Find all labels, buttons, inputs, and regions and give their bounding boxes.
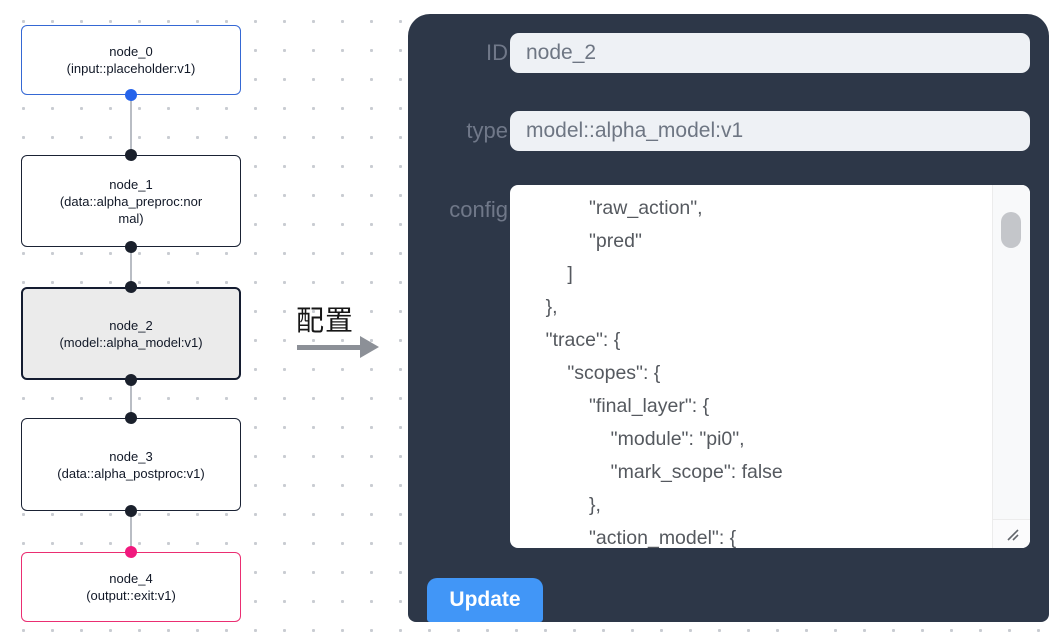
id-input[interactable]	[510, 33, 1030, 73]
node-label: node_1	[109, 176, 153, 192]
node-type-label: (data::alpha_preproc:normal)	[59, 193, 203, 226]
config-annotation-label: 配置	[296, 305, 355, 336]
node-label: node_4	[109, 571, 153, 586]
node-label: node_0	[109, 44, 153, 59]
node-type-label: (input::placeholder:v1)	[66, 61, 196, 76]
connection-handle-node4-in[interactable]	[125, 546, 137, 558]
connection-handle-node2-out[interactable]	[125, 374, 137, 386]
edge-node3-node4	[130, 510, 132, 553]
config-textarea[interactable]: "raw_action", "pred" ] }, "trace": { "sc…	[510, 185, 1030, 548]
node-type-label: (output::exit:v1)	[86, 588, 176, 603]
node-type-label: (model::alpha_model:v1)	[59, 334, 203, 350]
flow-node-node_2[interactable]: node_2 (model::alpha_model:v1)	[21, 287, 241, 380]
flow-node-node_3[interactable]: node_3 (data::alpha_postproc:v1)	[21, 418, 241, 511]
update-button[interactable]: Update	[427, 578, 543, 622]
connection-handle-node3-out[interactable]	[125, 505, 137, 517]
edge-node1-node2	[130, 246, 132, 288]
type-input[interactable]	[510, 111, 1030, 151]
textarea-resize-handle[interactable]	[992, 519, 1030, 548]
node-type-label: (data::alpha_postproc:v1)	[57, 465, 205, 481]
connection-handle-node3-in[interactable]	[125, 412, 137, 424]
edge-node2-node3	[130, 379, 132, 419]
right-arrow-icon	[297, 336, 380, 358]
config-scrollbar-thumb[interactable]	[1001, 212, 1021, 248]
resize-grip-icon	[1006, 529, 1019, 541]
config-field-label: config	[449, 197, 508, 222]
connection-handle-node1-out[interactable]	[125, 241, 137, 253]
flow-node-node_1[interactable]: node_1 (data::alpha_preproc:normal)	[21, 155, 241, 247]
type-field-label: type	[466, 118, 508, 143]
node-label: node_3	[109, 448, 153, 464]
config-scrollbar-track[interactable]	[992, 185, 1030, 520]
connection-handle-node1-in[interactable]	[125, 149, 137, 161]
id-field-label: ID	[486, 40, 508, 65]
connection-handle-node2-in[interactable]	[125, 281, 137, 293]
flow-node-node_0[interactable]: node_0 (input::placeholder:v1)	[21, 25, 241, 95]
config-json-text[interactable]: "raw_action", "pred" ] }, "trace": { "sc…	[545, 197, 783, 548]
flow-node-node_4[interactable]: node_4 (output::exit:v1)	[21, 552, 241, 622]
edge-node0-node1	[130, 95, 132, 156]
node-config-panel: ID type config "raw_action", "pred" ] },…	[408, 14, 1049, 622]
node-label: node_2	[109, 317, 153, 333]
connection-handle-node0-out[interactable]	[125, 89, 137, 101]
